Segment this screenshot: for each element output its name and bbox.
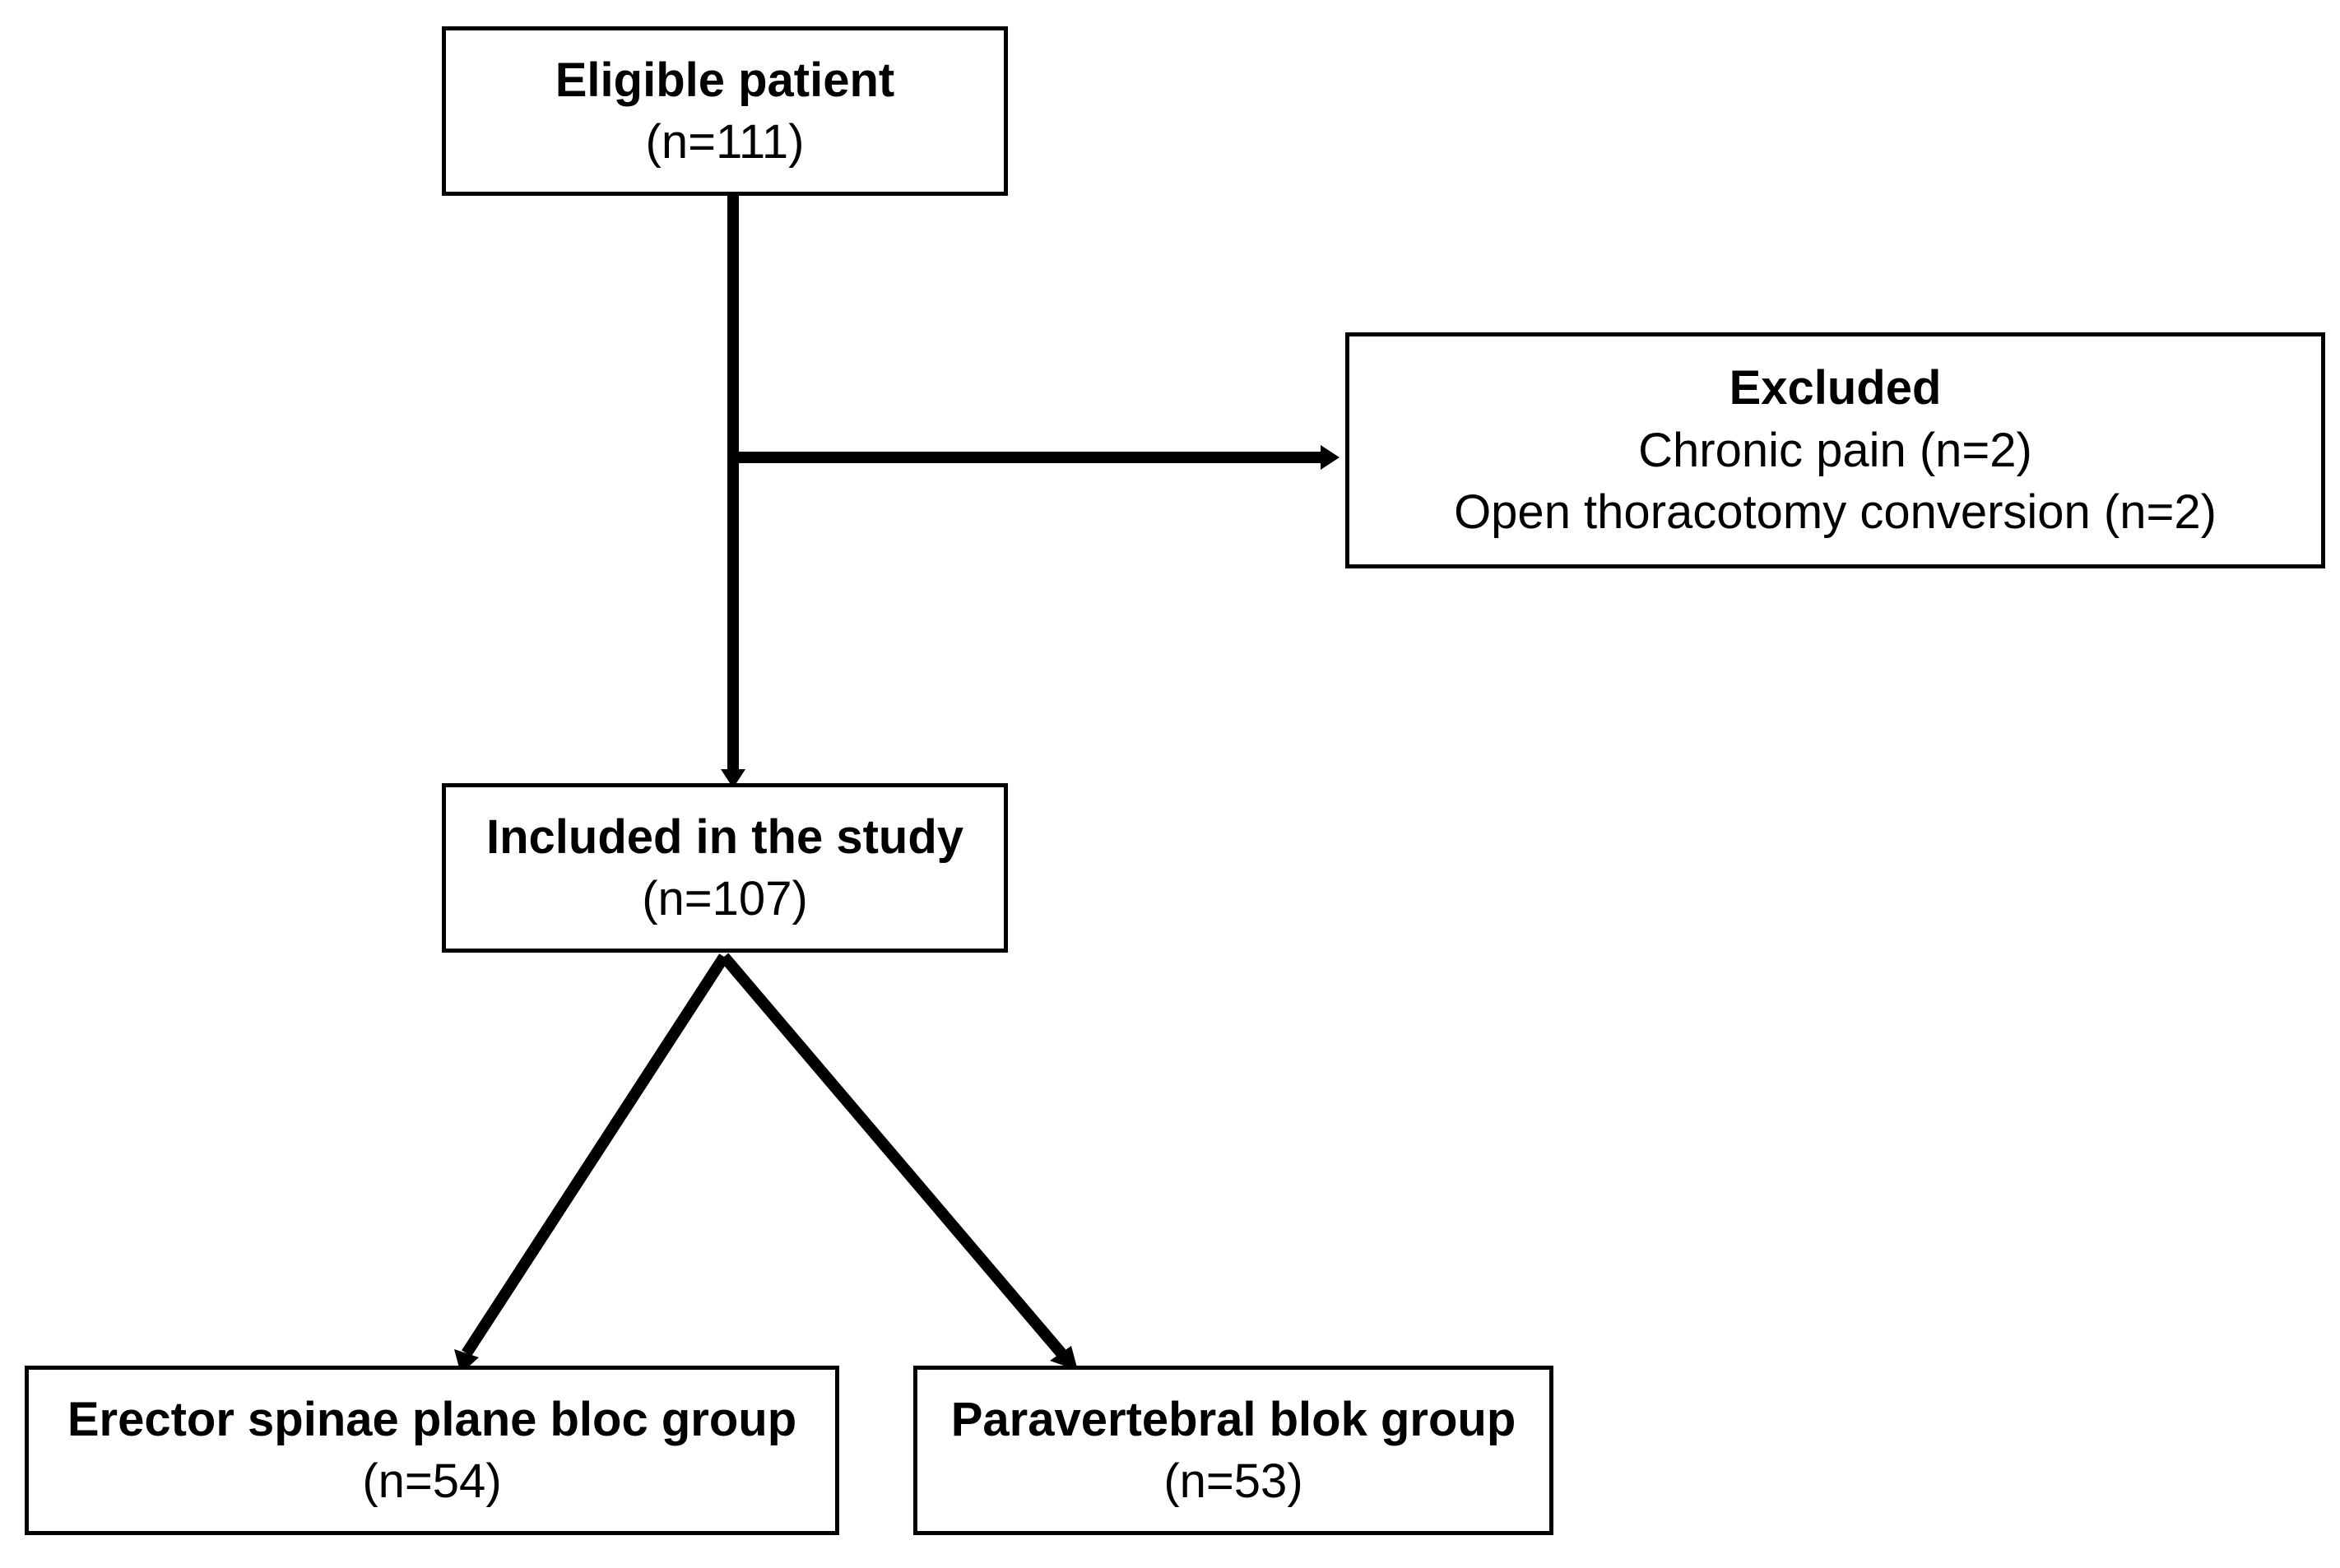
- excluded-reason-open-thoracotomy: Open thoracotomy conversion (n=2): [1454, 485, 2217, 540]
- excluded-reason-chronic-pain: Chronic pain (n=2): [1638, 423, 2032, 477]
- included-title: Included in the study: [485, 810, 964, 864]
- excluded-box: Excluded Chronic pain (n=2) Open thoraco…: [1345, 332, 2325, 568]
- excluded-title: Excluded: [1729, 361, 1942, 415]
- paravertebral-group-title: Paravertebral blok group: [950, 1392, 1516, 1446]
- arrowhead-down-icon: [721, 769, 745, 788]
- paravertebral-group-box: Paravertebral blok group (n=53): [913, 1366, 1553, 1535]
- erector-spinae-group-box: Erector spinae plane bloc group (n=54): [25, 1366, 839, 1535]
- paravertebral-group-count: (n=53): [1163, 1454, 1303, 1508]
- left-split-connector: [462, 953, 729, 1357]
- included-count: (n=107): [642, 872, 808, 925]
- eligible-count: (n=111): [645, 115, 805, 169]
- arrowhead-right-icon: [1321, 445, 1339, 470]
- eligible-patient-box: Eligible patient (n=111): [442, 26, 1008, 196]
- eligible-title: Eligible patient: [555, 53, 895, 107]
- included-box: Included in the study (n=107): [442, 783, 1008, 953]
- erector-spinae-group-title: Erector spinae plane bloc group: [67, 1392, 797, 1446]
- right-split-connector: [719, 953, 1066, 1357]
- erector-spinae-group-count: (n=54): [362, 1454, 502, 1508]
- arrowhead-right-branch-icon: [1050, 1346, 1078, 1371]
